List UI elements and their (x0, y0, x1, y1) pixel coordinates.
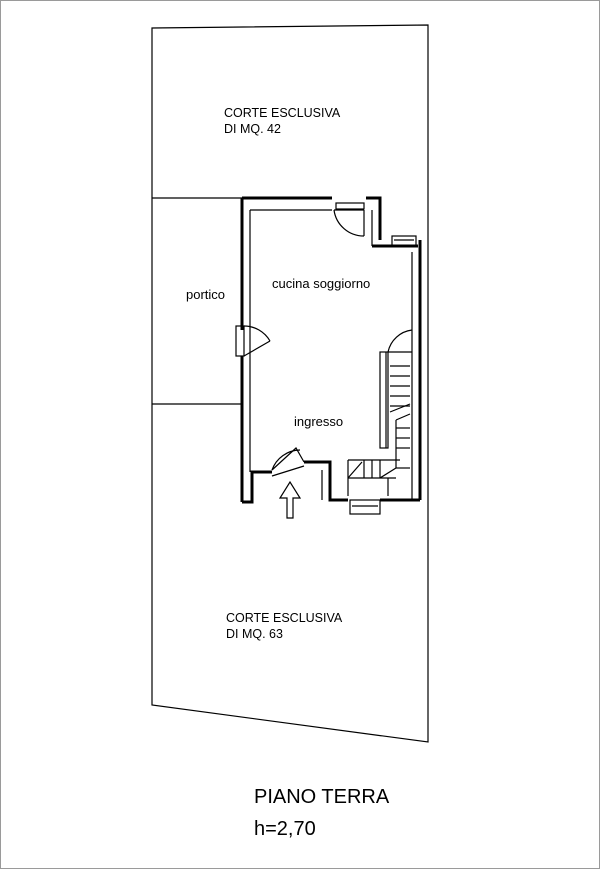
house-walls (240, 196, 422, 504)
door-entrance (271, 447, 305, 477)
lot-boundary (151, 24, 429, 743)
ceiling-height: h=2,70 (254, 818, 316, 840)
door-stairs (379, 329, 413, 449)
door-portico (235, 325, 271, 357)
room-label-kitchen-living: cucina soggiorno (272, 276, 370, 291)
court-south-line1: CORTE ESCLUSIVA (226, 611, 343, 625)
staircase (347, 365, 411, 515)
door-north (333, 202, 365, 237)
portico-area (152, 197, 242, 405)
room-label-entrance: ingresso (294, 414, 343, 429)
court-south-line2: DI MQ. 63 (226, 627, 283, 641)
court-north-line1: CORTE ESCLUSIVA (224, 106, 341, 120)
court-north-line2: DI MQ. 42 (224, 122, 281, 136)
entrance-arrow-icon (278, 480, 302, 519)
floor-name: PIANO TERRA (254, 786, 390, 808)
room-label-portico: portico (186, 287, 225, 302)
